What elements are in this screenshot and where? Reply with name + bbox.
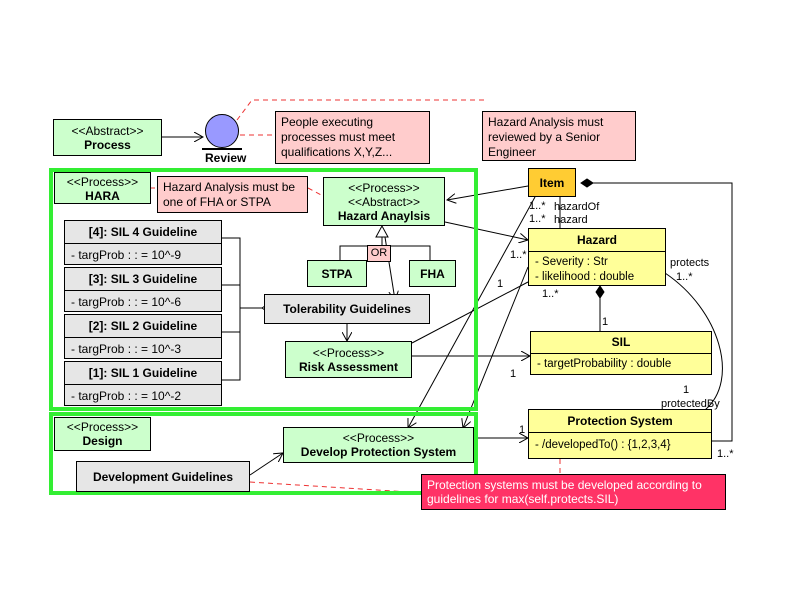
guideline-title: [1]: SIL 1 Guideline bbox=[65, 362, 221, 385]
stpa-name: STPA bbox=[321, 266, 353, 281]
risk-assessment-class[interactable]: <<Process>> Risk Assessment bbox=[285, 341, 412, 378]
mult-label: 1..* bbox=[510, 249, 527, 261]
development-guidelines[interactable]: Development Guidelines bbox=[76, 461, 250, 492]
mult-label: 1..* bbox=[542, 288, 559, 300]
fha-class[interactable]: FHA bbox=[409, 260, 456, 287]
guideline-title: [2]: SIL 2 Guideline bbox=[65, 315, 221, 338]
guideline-attr: - targProb : : = 10^-3 bbox=[71, 342, 182, 356]
hazard-name: Hazard bbox=[529, 229, 665, 252]
develop-name: Develop Protection System bbox=[300, 445, 457, 459]
or-label: OR bbox=[367, 245, 391, 262]
design-stereotype: <<Process>> bbox=[66, 420, 139, 434]
sil-attr: - targetProbability : double bbox=[537, 358, 672, 370]
guideline-attr: - targProb : : = 10^-2 bbox=[71, 389, 182, 403]
edge-guidelines-agg bbox=[222, 237, 262, 381]
review-circle[interactable] bbox=[205, 114, 239, 148]
hara-frame bbox=[49, 168, 478, 411]
role-hazardOf: hazardOf bbox=[554, 201, 600, 213]
guideline-sil3[interactable]: [3]: SIL 3 Guideline - targProb : : = 10… bbox=[64, 267, 222, 312]
develop-protection-class[interactable]: <<Process>> Develop Protection System bbox=[283, 427, 474, 463]
edge-fha-note bbox=[307, 187, 324, 197]
mult-label: 1..* bbox=[529, 200, 546, 212]
guideline-title: [4]: SIL 4 Guideline bbox=[65, 221, 221, 244]
protection-name: Protection System bbox=[529, 410, 711, 433]
protection-system-class[interactable]: Protection System - /developedTo() : {1,… bbox=[528, 409, 712, 459]
guideline-sil2[interactable]: [2]: SIL 2 Guideline - targProb : : = 10… bbox=[64, 314, 222, 359]
role-protects: protects bbox=[670, 257, 710, 269]
tolerability-guidelines[interactable]: Tolerability Guidelines bbox=[264, 294, 430, 324]
ha-stereotype-2: <<Abstract>> bbox=[347, 194, 421, 209]
fha-name: FHA bbox=[420, 266, 445, 281]
edge-protects bbox=[664, 272, 723, 411]
hazard-attr: - Severity : Str bbox=[535, 256, 608, 268]
ha-stereotype-1: <<Process>> bbox=[348, 180, 420, 195]
edge-hazard-develop bbox=[463, 266, 529, 428]
edge-item-protection bbox=[580, 178, 733, 442]
edge-gen-fha bbox=[382, 245, 431, 260]
item-name: Item bbox=[539, 175, 565, 190]
edge-devguide-develop bbox=[249, 453, 283, 476]
role-hazard: hazard bbox=[554, 214, 588, 226]
guideline-sil1[interactable]: [1]: SIL 1 Guideline - targProb : : = 10… bbox=[64, 361, 222, 406]
hara-stereotype: <<Process>> bbox=[66, 175, 139, 189]
note-senior-review: Hazard Analysis must reviewed by a Senio… bbox=[482, 111, 636, 161]
edge-ha-hazard bbox=[444, 221, 528, 240]
edge-gen-stpa bbox=[339, 233, 383, 260]
sil-class[interactable]: SIL - targetProbability : double bbox=[530, 331, 712, 375]
abstract-stereotype: <<Abstract>> bbox=[71, 123, 144, 138]
design-tag[interactable]: <<Process>> Design bbox=[54, 417, 151, 451]
guideline-title: [3]: SIL 3 Guideline bbox=[65, 268, 221, 291]
abstract-name: Process bbox=[84, 137, 131, 152]
edge-item-develop bbox=[408, 196, 536, 428]
gen-triangle bbox=[375, 224, 389, 238]
edge-review-note bbox=[236, 99, 487, 121]
role-protectedBy: protectedBy bbox=[661, 398, 720, 410]
abstract-process-class[interactable]: <<Abstract>> Process bbox=[53, 119, 162, 156]
sil-name: SIL bbox=[531, 332, 711, 354]
tolerability-name: Tolerability Guidelines bbox=[283, 302, 411, 316]
hara-tag[interactable]: <<Process>> HARA bbox=[54, 172, 151, 204]
develop-stereotype: <<Process>> bbox=[342, 431, 415, 445]
mult-label: 1 bbox=[519, 424, 526, 436]
ha-name: Hazard Anaylsis bbox=[337, 208, 431, 223]
guideline-attr: - targProb : : = 10^-6 bbox=[71, 295, 182, 309]
mult-label: 1..* bbox=[676, 271, 693, 283]
protection-attr: - /developedTo() : {1,2,3,4} bbox=[535, 439, 671, 451]
mult-label: 1 bbox=[602, 316, 609, 328]
design-frame bbox=[49, 412, 478, 495]
note-qualifications: People executing processes must meet qua… bbox=[275, 111, 430, 164]
note-protection-guidelines: Protection systems must be developed acc… bbox=[421, 474, 726, 510]
mult-label: 1..* bbox=[717, 448, 734, 460]
risk-name: Risk Assessment bbox=[299, 359, 398, 374]
risk-stereotype: <<Process>> bbox=[312, 345, 385, 360]
hazard-attr: - likelihood : double bbox=[535, 271, 635, 283]
hara-name: HARA bbox=[85, 189, 120, 203]
stpa-class[interactable]: STPA bbox=[307, 260, 367, 287]
hazard-analysis-class[interactable]: <<Process>> <<Abstract>> Hazard Anaylsis bbox=[323, 177, 445, 226]
edge-item-ha bbox=[447, 185, 529, 200]
review-base bbox=[202, 148, 242, 150]
guideline-sil4[interactable]: [4]: SIL 4 Guideline - targProb : : = 10… bbox=[64, 220, 222, 265]
edge-hazard-risk bbox=[411, 281, 529, 344]
mult-label: 1..* bbox=[529, 213, 546, 225]
mult-label: 1 bbox=[510, 368, 517, 380]
item-class[interactable]: Item bbox=[528, 168, 576, 197]
mult-label: 1 bbox=[683, 384, 690, 396]
hazard-class[interactable]: Hazard - Severity : Str - likelihood : d… bbox=[528, 228, 666, 286]
note-fha-stpa: Hazard Analysis must be one of FHA or ST… bbox=[157, 176, 308, 213]
review-label: Review bbox=[205, 151, 247, 165]
mult-label: 1 bbox=[497, 278, 504, 290]
design-name: Design bbox=[82, 434, 123, 448]
dev-guidelines-name: Development Guidelines bbox=[92, 469, 234, 484]
guideline-attr: - targProb : : = 10^-9 bbox=[71, 248, 182, 262]
